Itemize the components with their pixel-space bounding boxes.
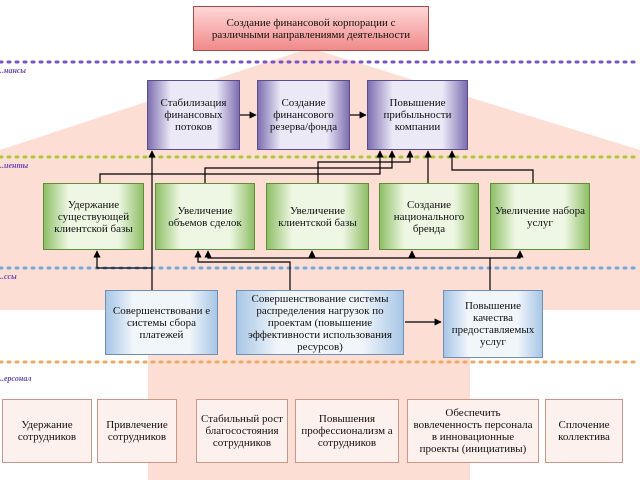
arrow-volume-to-profit [204,150,396,183]
perspective-label-staff: ...ерсонал [0,374,32,383]
objective-staff-professionalism: Повышения профессионализм а сотрудников [295,399,399,463]
objective-staff-wellbeing: Стабильный рост благосостояния сотрудник… [196,399,288,463]
objective-profitability: Повышение прибыльности компании [367,80,468,150]
perspective-label-processes: ...ссы [0,272,17,281]
arrow-services-to-profit [448,150,534,183]
objective-payment-collection: Совершенствовани е системы сбора платеже… [105,290,218,355]
objective-client-retention: Удержание существующей клиентской базы [43,183,144,250]
objective-staff-retention: Удержание сотрудников [2,399,92,463]
arrow-clientbase-to-profit [317,150,414,183]
goal-box: Создание финансовой корпорации с различн… [193,6,429,51]
objective-service-range: Увеличение набора услуг [490,183,590,250]
objective-client-base: Увеличение клиентской базы [266,183,369,250]
arrow-payments-to-retention [93,250,152,269]
objective-service-quality: Повышение качества предоставляемых услуг [443,290,543,358]
perspective-label-finance: ...нансы [0,66,26,75]
objective-load-distribution: Совершенствование системы распределения … [236,290,404,355]
arrow-retention-to-profit [99,150,384,183]
objective-national-brand: Создание национального бренда [379,183,479,250]
objective-deal-volume: Увеличение объемов сделок [155,183,255,250]
arrow-distribution-to-volume [194,250,291,290]
objective-team-cohesion: Сплочение коллектива [545,399,623,463]
objective-reserve-fund: Создание финансового резерва/фонда [257,80,350,150]
objective-staff-attraction: Привлечение сотрудников [97,399,177,463]
arrow-quality-to-services [490,250,524,259]
arrow-quality-to-clients [204,250,491,290]
perspective-label-clients: ...иенты [0,161,29,170]
objective-stabilization: Стабилизация финансовых потоков [147,80,240,150]
objective-staff-engagement: Обеспечить вовлеченность персонала в инн… [407,399,539,463]
